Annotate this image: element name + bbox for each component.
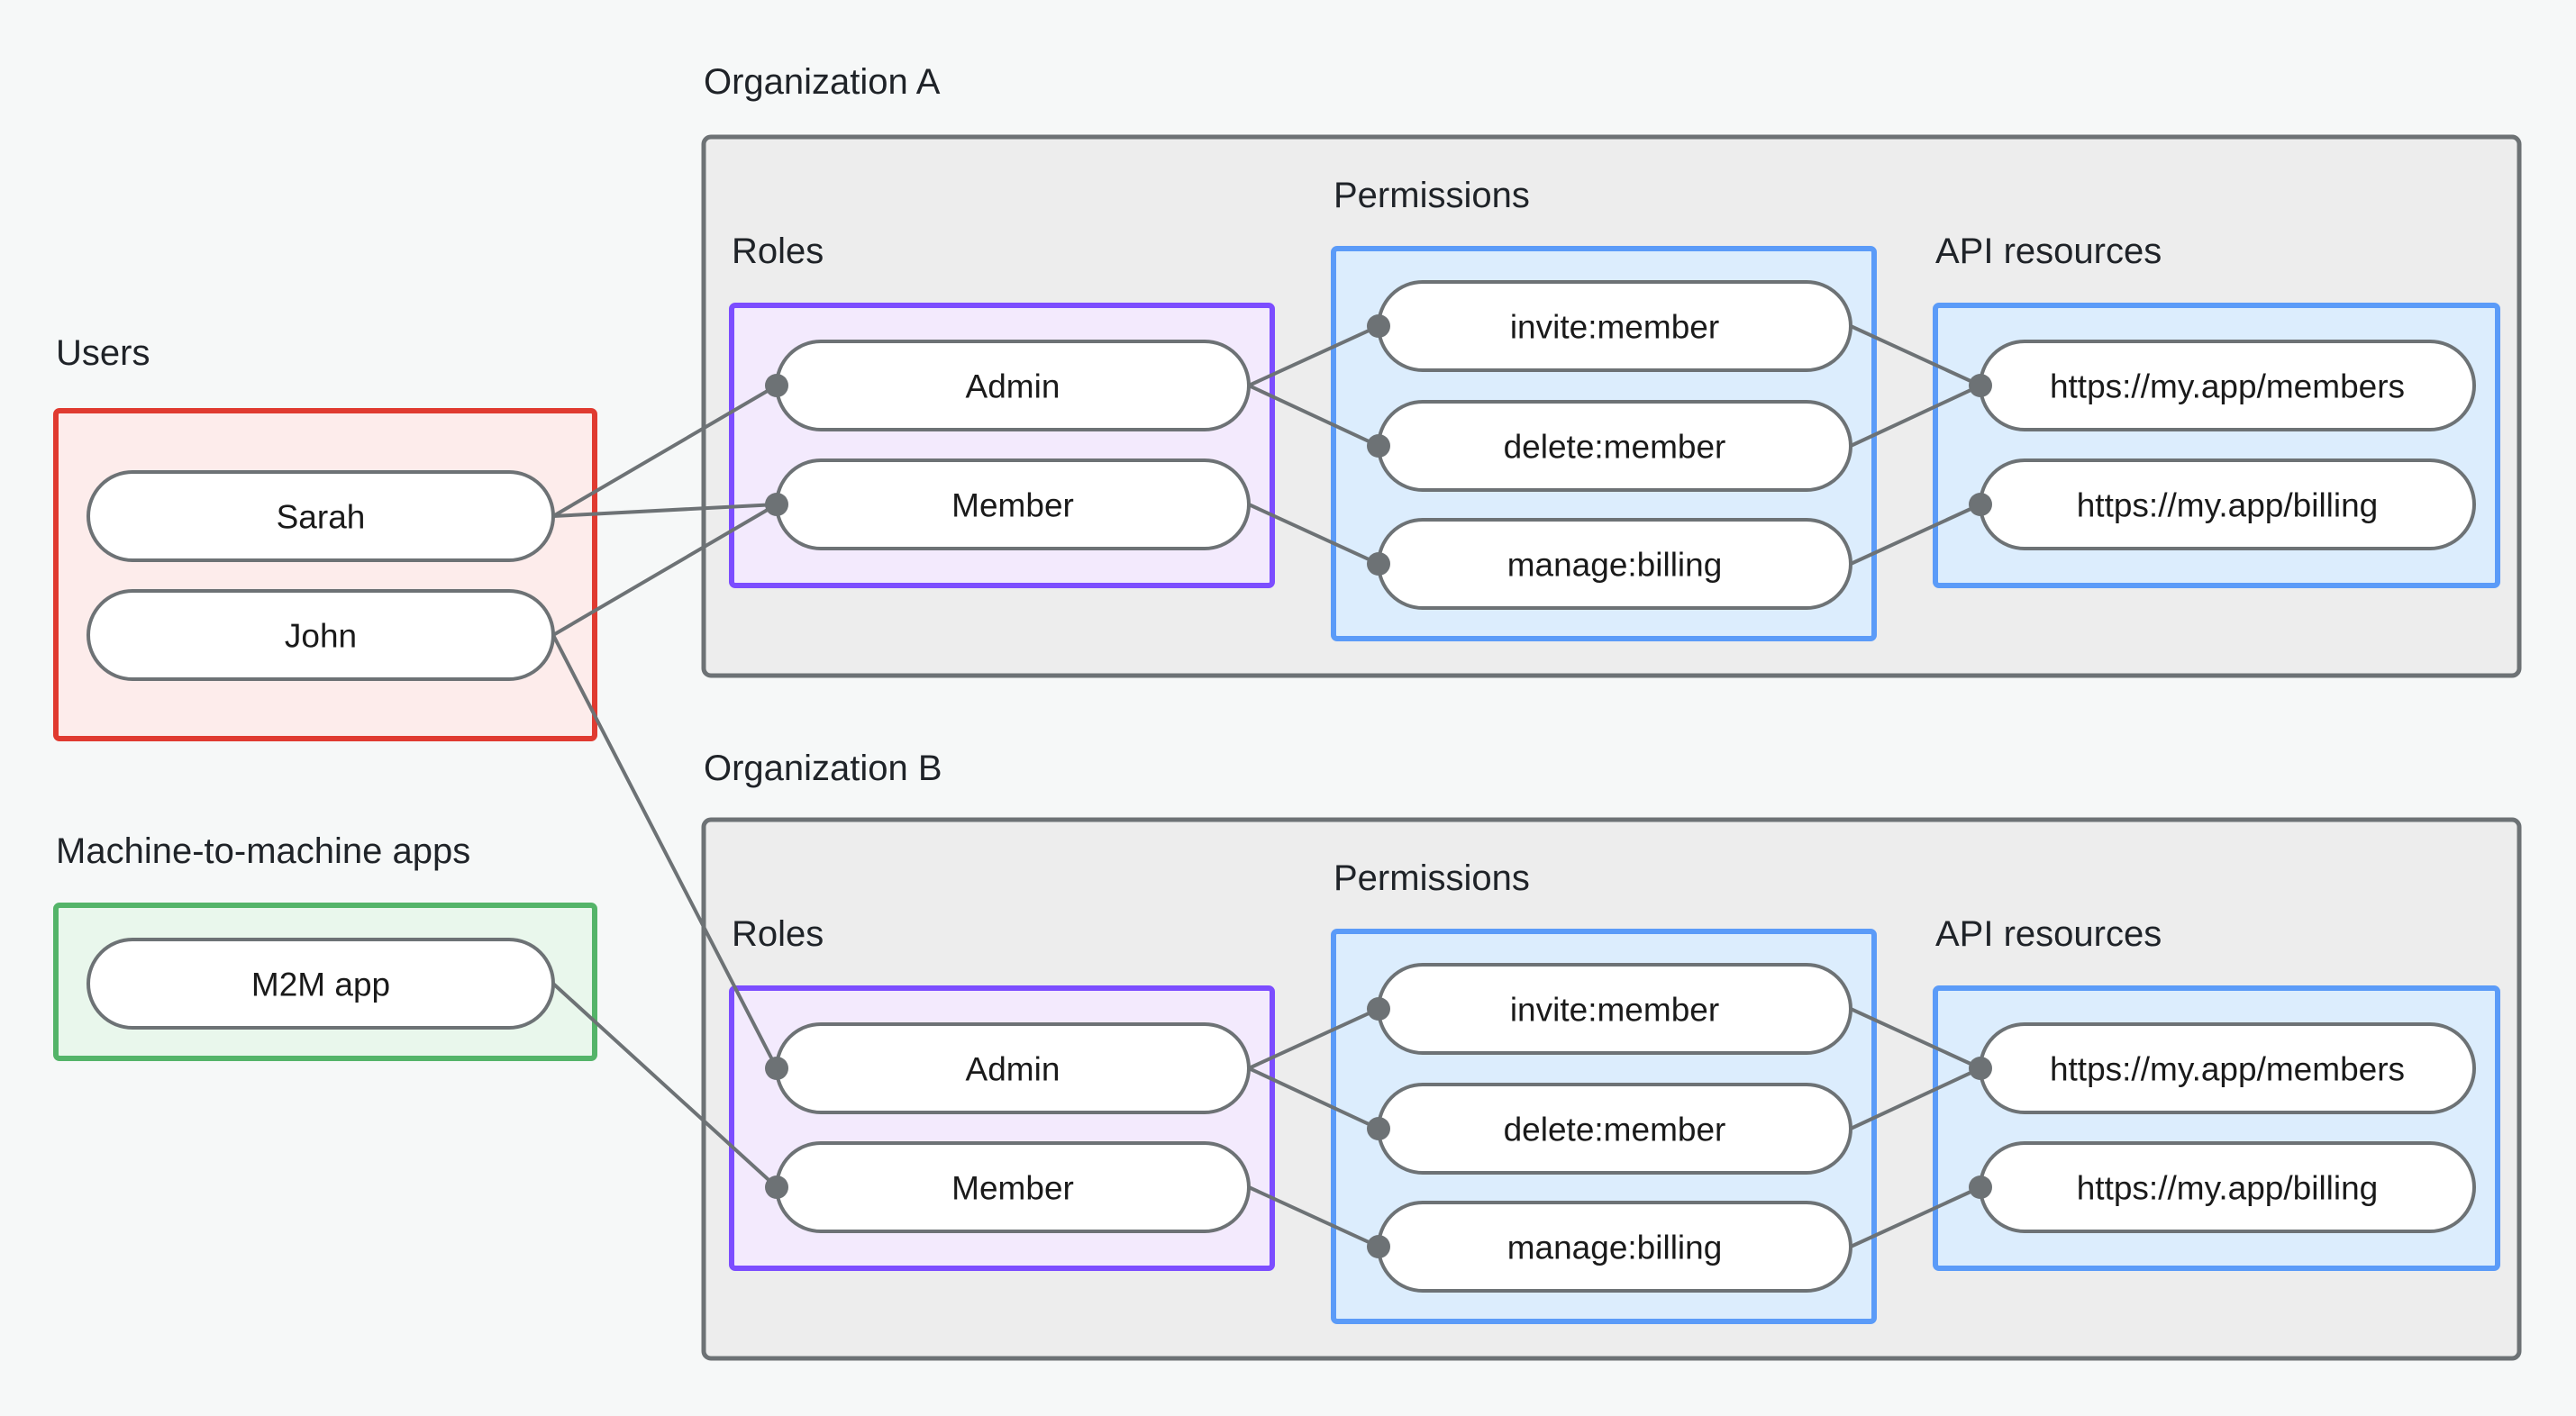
- node-org-a-manage-billing[interactable]: manage:billing: [1377, 518, 1852, 610]
- node-org-b-member-label: Member: [951, 1170, 1074, 1207]
- node-sarah-label: Sarah: [277, 499, 366, 536]
- node-org-b-delete-member[interactable]: delete:member: [1377, 1083, 1852, 1175]
- org-b-permissions-title: Permissions: [1334, 858, 1530, 898]
- node-org-b-invite-member[interactable]: invite:member: [1377, 963, 1852, 1055]
- org-a-title: Organization A: [704, 62, 941, 102]
- edge-org-b-member-to-billing: [1248, 1185, 1379, 1248]
- edge-john-to-org-a-member: [551, 503, 778, 637]
- node-org-b-manage-billing-label: manage:billing: [1507, 1230, 1723, 1266]
- node-org-a-invite-member-label: invite:member: [1510, 309, 1719, 346]
- m2m-title: Machine-to-machine apps: [56, 831, 470, 871]
- users-title: Users: [56, 333, 150, 373]
- connector-dot-org-b-invite-in: [1367, 997, 1390, 1021]
- node-org-a-resource-billing[interactable]: https://my.app/billing: [1979, 458, 2476, 550]
- node-org-a-resource-members-label: https://my.app/members: [2050, 368, 2405, 405]
- node-org-b-admin[interactable]: Admin: [775, 1022, 1251, 1114]
- connector-dot-org-b-billing-in: [1367, 1235, 1390, 1258]
- edge-john-to-org-b-admin: [551, 634, 778, 1069]
- edge-org-b-billing-to-billing-resource: [1850, 1185, 1981, 1248]
- connection-dot-layer: [765, 314, 1992, 1258]
- node-org-a-manage-billing-label: manage:billing: [1507, 547, 1723, 584]
- connector-dot-org-a-resource-billing-in: [1969, 493, 1992, 516]
- connector-dot-org-a-billing-in: [1367, 552, 1390, 576]
- node-org-b-delete-member-label: delete:member: [1504, 1112, 1726, 1148]
- node-sarah[interactable]: Sarah: [86, 470, 555, 562]
- node-org-b-resource-members[interactable]: https://my.app/members: [1979, 1022, 2476, 1114]
- connector-dot-org-b-delete-in: [1367, 1117, 1390, 1140]
- org-b-api-resources-title: API resources: [1935, 914, 2162, 954]
- edge-org-a-admin-to-delete: [1248, 384, 1379, 448]
- node-org-a-invite-member[interactable]: invite:member: [1377, 280, 1852, 372]
- node-org-a-admin-label: Admin: [966, 368, 1060, 405]
- edge-org-a-billing-to-billing-resource: [1850, 503, 1981, 566]
- node-john-label: John: [285, 618, 357, 655]
- connector-dot-org-b-resource-members-in: [1969, 1057, 1992, 1080]
- connector-dot-org-a-resource-members-in: [1969, 374, 1992, 397]
- edge-m2m-to-org-b-member: [551, 982, 778, 1189]
- org-a-api-resources-title: API resources: [1935, 231, 2162, 271]
- connector-dot-org-b-member-in: [765, 1175, 788, 1199]
- connector-dot-org-b-admin-in: [765, 1057, 788, 1080]
- node-org-b-resource-billing-label: https://my.app/billing: [2077, 1170, 2379, 1207]
- node-org-a-delete-member[interactable]: delete:member: [1377, 400, 1852, 492]
- connector-dot-org-a-member-in: [765, 493, 788, 516]
- node-m2m-app[interactable]: M2M app: [86, 938, 555, 1030]
- node-m2m-app-label: M2M app: [251, 967, 390, 1003]
- node-john[interactable]: John: [86, 589, 555, 681]
- org-a-permissions-title: Permissions: [1334, 176, 1530, 215]
- users-container: [53, 408, 597, 741]
- connector-dot-org-a-admin-in: [765, 374, 788, 397]
- node-org-a-resource-members[interactable]: https://my.app/members: [1979, 340, 2476, 431]
- node-org-b-manage-billing[interactable]: manage:billing: [1377, 1201, 1852, 1293]
- edge-layer: [551, 324, 1981, 1248]
- node-org-a-member-label: Member: [951, 487, 1074, 524]
- edge-org-b-admin-to-invite: [1248, 1007, 1379, 1070]
- org-a-roles-title: Roles: [732, 231, 824, 271]
- node-org-a-resource-billing-label: https://my.app/billing: [2077, 487, 2379, 524]
- node-org-b-admin-label: Admin: [966, 1051, 1060, 1088]
- node-org-b-resource-billing[interactable]: https://my.app/billing: [1979, 1141, 2476, 1233]
- connector-dot-org-a-delete-in: [1367, 434, 1390, 458]
- org-b-title: Organization B: [704, 749, 942, 788]
- edge-org-a-admin-to-invite: [1248, 324, 1379, 387]
- edge-org-a-member-to-billing: [1248, 503, 1379, 566]
- edge-org-b-admin-to-delete: [1248, 1067, 1379, 1130]
- node-org-a-member[interactable]: Member: [775, 458, 1251, 550]
- edge-org-a-invite-to-members-resource: [1850, 324, 1981, 387]
- edge-org-a-delete-to-members-resource: [1850, 384, 1981, 448]
- edge-org-b-delete-to-members-resource: [1850, 1067, 1981, 1130]
- edge-sarah-to-org-a-member: [552, 503, 778, 518]
- org-b-roles-title: Roles: [732, 914, 824, 954]
- edge-sarah-to-org-a-admin: [551, 384, 778, 518]
- node-org-a-delete-member-label: delete:member: [1504, 429, 1726, 466]
- node-org-b-invite-member-label: invite:member: [1510, 992, 1719, 1029]
- connector-dot-org-b-resource-billing-in: [1969, 1175, 1992, 1199]
- node-org-b-resource-members-label: https://my.app/members: [2050, 1051, 2405, 1088]
- connector-dot-org-a-invite-in: [1367, 314, 1390, 338]
- node-org-b-member[interactable]: Member: [775, 1141, 1251, 1233]
- edge-org-b-invite-to-members-resource: [1850, 1007, 1981, 1070]
- node-org-a-admin[interactable]: Admin: [775, 340, 1251, 431]
